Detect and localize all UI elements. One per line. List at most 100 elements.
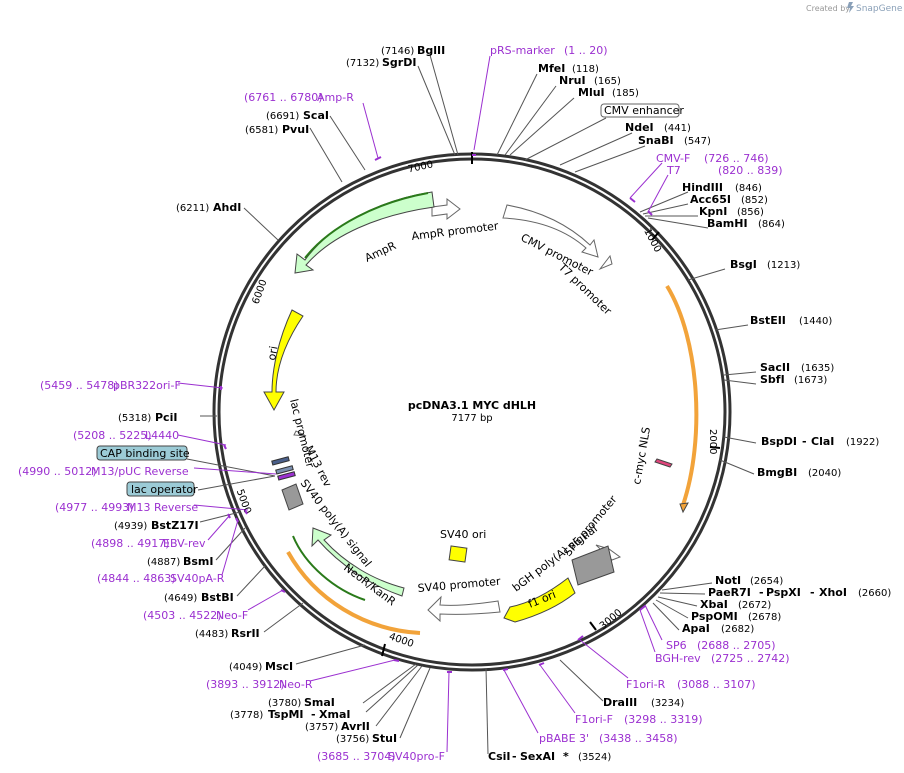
primer-bghrev-pos: (2725 .. 2742) xyxy=(711,652,790,665)
primer-ampr[interactable]: Amp-R xyxy=(317,91,354,104)
pos-bmgBI: (2040) xyxy=(808,468,841,479)
site-bspDI[interactable]: BspDI xyxy=(761,435,797,448)
cmyc-orf-arc[interactable] xyxy=(665,284,699,506)
sv40-polya-box[interactable] xyxy=(281,483,304,511)
site-bglII[interactable]: BglII xyxy=(417,44,445,57)
f1-ori-arrow[interactable] xyxy=(503,577,576,623)
t7-promoter-arrow[interactable] xyxy=(598,254,613,271)
primer-m13puc[interactable]: M13/pUC Reverse xyxy=(91,465,189,478)
cmv-enhancer-box[interactable] xyxy=(600,103,680,118)
primer-sp6-pos: (2688 .. 2705) xyxy=(697,639,776,652)
primer-sp6[interactable]: SP6 xyxy=(666,639,687,652)
site-hindIII[interactable]: HindIII xyxy=(682,181,723,194)
primer-neof-pos: (4503 .. 4522) xyxy=(143,609,222,622)
site-ahdI[interactable]: AhdI xyxy=(213,201,241,214)
site-xhoI[interactable]: XhoI xyxy=(819,586,847,599)
site-sexAI[interactable]: SexAI xyxy=(520,750,555,763)
m13-rev-box[interactable] xyxy=(277,471,296,481)
ori-arrow[interactable] xyxy=(263,309,304,412)
primer-sv40pa[interactable]: SV40pA-R xyxy=(170,572,225,585)
site-smaI[interactable]: SmaI xyxy=(304,696,335,709)
site-ndeI[interactable]: NdeI xyxy=(625,121,654,134)
ampr-promoter-arrow[interactable] xyxy=(431,197,461,221)
site-mscI[interactable]: MscI xyxy=(265,660,293,673)
site-xbaI[interactable]: XbaI xyxy=(700,598,728,611)
site-acc65I[interactable]: Acc65I xyxy=(690,193,731,206)
site-kpnI[interactable]: KpnI xyxy=(699,205,727,218)
site-bamHI[interactable]: BamHI xyxy=(707,217,748,230)
site-pciI[interactable]: PciI xyxy=(155,411,177,424)
cmyc-nls-box[interactable] xyxy=(654,458,673,468)
cap-binding-site-box[interactable] xyxy=(96,445,188,461)
pos-pspOMI: (2678) xyxy=(748,612,781,623)
primer-pbr[interactable]: pBR322ori-F xyxy=(113,379,181,392)
site-tspMI[interactable]: TspMI xyxy=(268,708,304,721)
site-avrII[interactable]: AvrII xyxy=(341,720,370,733)
site-bstEII[interactable]: BstEII xyxy=(750,314,786,327)
site-bstBI[interactable]: BstBI xyxy=(201,591,234,604)
site-pvuI[interactable]: PvuI xyxy=(282,123,309,136)
site-apaI[interactable]: ApaI xyxy=(682,622,710,635)
sv40-promoter-arrow[interactable] xyxy=(427,595,501,623)
site-sacII[interactable]: SacII xyxy=(760,361,790,374)
site-sgrDI[interactable]: SgrDI xyxy=(382,56,416,69)
site-bsmI[interactable]: BsmI xyxy=(183,555,214,568)
lac-operator-box[interactable] xyxy=(126,481,195,497)
pos-bsmI: (4887) xyxy=(147,557,180,568)
site-pspXI[interactable]: PspXI xyxy=(766,586,801,599)
site-notI[interactable]: NotI xyxy=(715,574,741,587)
sv40-ori-box[interactable] xyxy=(448,545,468,563)
primer-pbabe[interactable]: pBABE 3' xyxy=(539,732,589,745)
site-csiI[interactable]: CsiI xyxy=(488,750,510,763)
tick-7000: 7000 xyxy=(407,159,434,175)
site-bstZ17I[interactable]: BstZ17I xyxy=(151,519,199,532)
primer-t7[interactable]: T7 xyxy=(666,164,681,177)
pos-sbfI: (1673) xyxy=(794,375,827,386)
cmv-promoter-arrow[interactable] xyxy=(502,204,599,258)
sep-pspxi: - xyxy=(759,586,764,599)
credit-text: Created by xyxy=(806,4,850,13)
primer-prs-marker[interactable]: pRS-marker xyxy=(490,44,555,57)
primer-l4440-pos: (5208 .. 5225) xyxy=(73,429,152,442)
site-draIII[interactable]: DraIII xyxy=(603,696,637,709)
cap-binding-box[interactable] xyxy=(271,456,290,466)
primer-f1orif[interactable]: F1ori-F xyxy=(575,713,613,726)
site-mfeI[interactable]: MfeI xyxy=(538,62,565,75)
site-bmgBI[interactable]: BmgBI xyxy=(757,466,797,479)
site-claI[interactable]: ClaI xyxy=(811,435,834,448)
site-sbfI[interactable]: SbfI xyxy=(760,373,785,386)
primer-cmvf[interactable]: CMV-F xyxy=(656,152,690,165)
primer-f1orir[interactable]: F1ori-R xyxy=(626,678,666,691)
plasmid-size: 7177 bp xyxy=(451,413,492,424)
site-rsrII[interactable]: RsrII xyxy=(231,627,260,640)
primer-m13rev[interactable]: M13 Reverse xyxy=(127,501,198,514)
site-scaI[interactable]: ScaI xyxy=(303,109,329,122)
label-cmyc-nls: c-myc NLS xyxy=(630,426,653,486)
pos-smaI: (3780) xyxy=(268,698,301,709)
site-nruI[interactable]: NruI xyxy=(559,74,586,87)
primer-m13rev-pos: (4977 .. 4993) xyxy=(55,501,134,514)
pos-csiI: (3524) xyxy=(578,752,611,763)
neo-orf-arc[interactable] xyxy=(286,551,421,635)
primer-l4440[interactable]: L4440 xyxy=(145,429,179,442)
site-xmaI[interactable]: XmaI xyxy=(319,708,350,721)
pos-rsrII: (4483) xyxy=(195,629,228,640)
primer-sv40pro[interactable]: SV40pro-F xyxy=(388,750,445,763)
lac-promoter-box[interactable] xyxy=(275,465,294,475)
ampr-orf-line xyxy=(304,192,429,259)
cmyc-orf-arrowhead xyxy=(679,502,689,514)
pos-sgrDI: (7132) xyxy=(346,58,379,69)
site-mluI[interactable]: MluI xyxy=(578,86,605,99)
bgh-polya-box[interactable] xyxy=(571,545,615,586)
neo-kan-arrow[interactable] xyxy=(311,527,405,597)
primer-neor-pos: (3893 .. 3912) xyxy=(206,678,285,691)
site-pspOMI[interactable]: PspOMI xyxy=(691,610,738,623)
primer-bghrev[interactable]: BGH-rev xyxy=(655,652,701,665)
site-paeR7I[interactable]: PaeR7I xyxy=(708,586,751,599)
primer-neof[interactable]: Neo-F xyxy=(216,609,248,622)
primer-ebv[interactable]: EBV-rev xyxy=(163,537,206,550)
site-stuI[interactable]: StuI xyxy=(372,732,397,745)
primer-neor[interactable]: Neo-R xyxy=(279,678,313,691)
site-snaBI[interactable]: SnaBI xyxy=(638,134,674,147)
site-bsgI[interactable]: BsgI xyxy=(730,258,757,271)
